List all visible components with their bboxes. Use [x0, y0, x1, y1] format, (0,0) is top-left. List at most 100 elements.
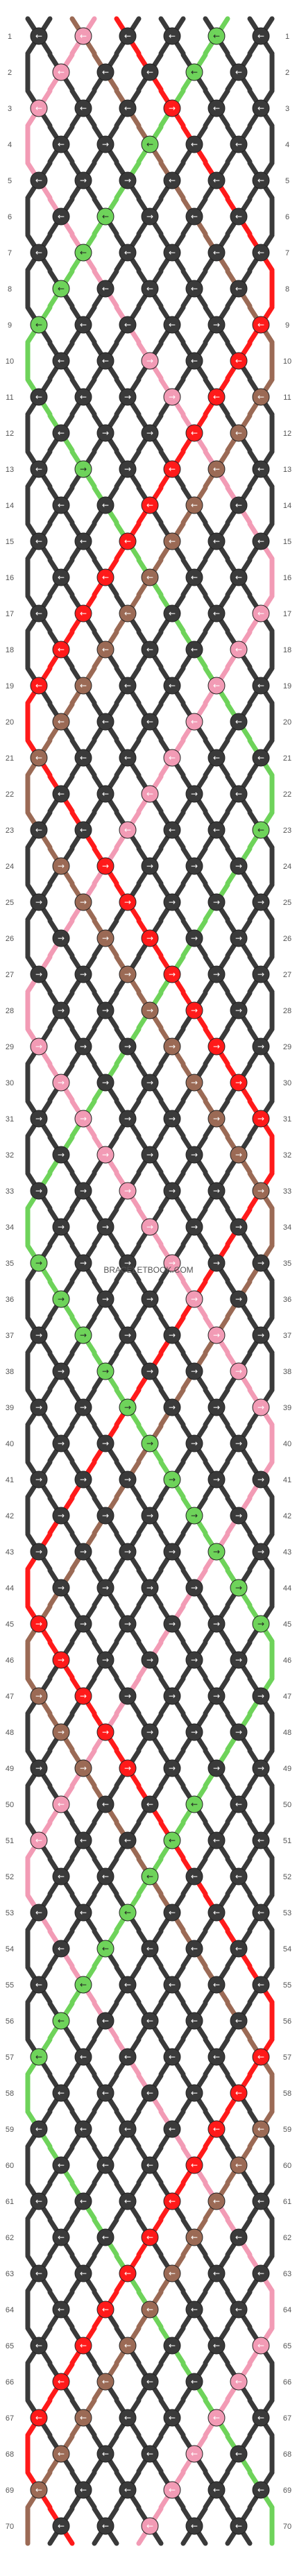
arrow-left-icon: ← [213, 2052, 220, 2062]
arrow-left-icon: ← [169, 536, 176, 546]
knot [52, 1723, 70, 1741]
knot [230, 2228, 248, 2246]
row-number-right: 6 [285, 213, 289, 221]
arrow-right-icon: → [58, 1078, 65, 1087]
knot [163, 316, 181, 334]
knot [74, 388, 92, 406]
arrow-left-icon: ← [191, 212, 198, 221]
arrow-left-icon: ← [235, 212, 242, 221]
arrow-right-icon: → [80, 1403, 87, 1412]
arrow-left-icon: ← [58, 212, 65, 221]
arrow-left-icon: ← [124, 609, 131, 618]
row-number-left: 50 [6, 1801, 14, 1809]
arrow-right-icon: → [213, 1042, 220, 1051]
knot [141, 280, 159, 298]
knot [119, 2264, 137, 2282]
row-number-right: 36 [283, 1296, 291, 1304]
knot [119, 1615, 137, 1633]
row-number-right: 61 [283, 2198, 291, 2206]
row-number-left: 51 [6, 1837, 14, 1845]
arrow-right-icon: → [146, 1511, 153, 1520]
knot [119, 2048, 137, 2066]
row-number-left: 33 [6, 1187, 14, 1196]
row-number-left: 55 [6, 1981, 14, 1990]
knot [74, 2481, 92, 2499]
knot [119, 1254, 137, 1272]
knot [185, 1434, 203, 1452]
arrow-right-icon: → [169, 897, 176, 907]
knot [230, 424, 248, 442]
arrow-left-icon: ← [102, 1944, 109, 1954]
arrow-left-icon: ← [235, 645, 242, 654]
row-number-left: 13 [6, 466, 14, 474]
arrow-right-icon: → [35, 1475, 42, 1484]
knot [252, 749, 270, 767]
row-number-left: 38 [6, 1368, 14, 1376]
arrow-left-icon: ← [146, 645, 153, 654]
row-number-right: 42 [283, 1512, 291, 1520]
arrow-right-icon: → [35, 1403, 42, 1412]
knot [52, 2228, 70, 2246]
row-number-left: 16 [6, 574, 14, 582]
knot [252, 1182, 270, 1200]
row-number-left: 68 [6, 2450, 14, 2459]
arrow-left-icon: ← [213, 103, 220, 113]
knot [207, 27, 226, 45]
arrow-left-icon: ← [169, 1980, 176, 1990]
knot [30, 677, 48, 695]
knot [96, 207, 114, 226]
arrow-right-icon: → [257, 1763, 264, 1773]
arrow-right-icon: → [257, 1403, 264, 1412]
arrow-left-icon: ← [191, 2305, 198, 2314]
arrow-right-icon: → [80, 1258, 87, 1268]
knot [163, 1687, 181, 1705]
arrow-right-icon: → [102, 861, 109, 871]
arrow-right-icon: → [257, 1475, 264, 1484]
arrow-right-icon: → [124, 1042, 131, 1051]
knot [185, 2012, 203, 2030]
knot [141, 1290, 159, 1308]
knot [96, 424, 114, 442]
knot [185, 2228, 203, 2246]
knot [74, 2120, 92, 2138]
arrow-left-icon: ← [35, 392, 42, 402]
arrow-right-icon: → [146, 1006, 153, 1015]
row-number-right: 27 [283, 971, 291, 979]
arrow-right-icon: → [146, 933, 153, 943]
row-number-left: 9 [8, 321, 12, 330]
knot [96, 929, 114, 947]
knot [141, 1001, 159, 1019]
knot [96, 1434, 114, 1452]
arrow-left-icon: ← [169, 609, 176, 618]
arrow-left-icon: ← [58, 2232, 65, 2242]
knot [230, 280, 248, 298]
arrow-left-icon: ← [80, 1836, 87, 1845]
knot [207, 2481, 226, 2499]
knot [119, 1976, 137, 1994]
arrow-right-icon: → [124, 176, 131, 185]
arrow-right-icon: → [58, 1655, 65, 1665]
arrow-left-icon: ← [58, 356, 65, 366]
arrow-left-icon: ← [169, 464, 176, 474]
arrow-left-icon: ← [58, 1872, 65, 1881]
knot [163, 1037, 181, 1056]
row-number-right: 35 [283, 1260, 291, 1268]
arrow-left-icon: ← [124, 1836, 131, 1845]
arrow-left-icon: ← [58, 428, 65, 438]
arrow-left-icon: ← [80, 1980, 87, 1990]
arrow-right-icon: → [257, 1330, 264, 1340]
arrow-left-icon: ← [257, 753, 264, 763]
knot [252, 604, 270, 622]
arrow-left-icon: ← [213, 536, 220, 546]
arrow-right-icon: → [102, 1078, 109, 1087]
arrow-left-icon: ← [235, 2377, 242, 2387]
knot [30, 965, 48, 983]
arrow-left-icon: ← [102, 2088, 109, 2098]
row-number-left: 37 [6, 1332, 14, 1340]
arrow-right-icon: → [58, 1366, 65, 1376]
knot [230, 1507, 248, 1525]
arrow-left-icon: ← [58, 2016, 65, 2026]
row-number-left: 48 [6, 1729, 14, 1737]
knot [230, 1434, 248, 1452]
row-number-left: 47 [6, 1693, 14, 1701]
